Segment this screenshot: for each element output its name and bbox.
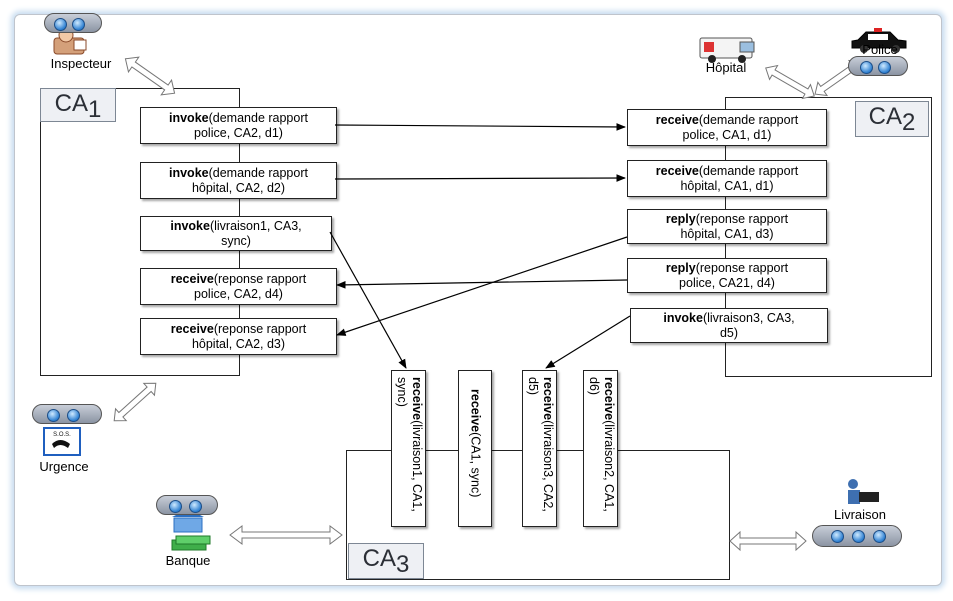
ca1-label: CA1	[40, 88, 116, 123]
ca2-name: CA	[868, 103, 902, 130]
actor-banque: Banque	[165, 553, 211, 568]
activity-text: (demande rapport	[208, 165, 308, 180]
actor-hopital: Hôpital	[705, 60, 747, 75]
actor-police: Police	[862, 42, 898, 57]
activity-keyword: receive	[655, 163, 699, 178]
activity-text: (reponse rapport	[213, 271, 307, 286]
activity-keyword: invoke	[170, 218, 210, 233]
police-car-icon	[851, 28, 907, 53]
activity-text: police, CA21, d4)	[679, 275, 775, 290]
ca1-activity: invoke(demande rapport hôpital, CA2, d2)	[140, 162, 337, 199]
ca2-activity: invoke(livraison3, CA3, d5)	[630, 308, 828, 343]
activity-text: (demande rapport	[698, 112, 799, 127]
link-livraison-ca3	[729, 530, 807, 552]
activity-keyword: receive	[655, 112, 699, 127]
activity-text: hôpital, CA1, d3)	[680, 226, 774, 241]
ca2-activity: reply(reponse rapport police, CA21, d4)	[627, 258, 827, 293]
activity-text: hôpital, CA2, d3)	[191, 336, 286, 351]
activity-text: (reponse rapport	[695, 260, 789, 275]
actor-urgence: Urgence	[39, 459, 89, 474]
ca3-activity: receive(CA1, sync)	[458, 370, 492, 527]
activity-text: hôpital, CA1, d1)	[680, 178, 774, 193]
ca3-activity: receive(livraison2, CA1,d6)	[583, 370, 618, 527]
ca2-activity: receive(demande rapport hôpital, CA1, d1…	[627, 160, 827, 197]
actor-livraison: Livraison	[833, 507, 887, 522]
sos-phone-icon: S.O.S.	[43, 427, 81, 456]
delivery-icon	[848, 479, 879, 504]
link-inspecteur-ca1	[124, 56, 176, 96]
ca2-activity: receive(demande rapport police, CA1, d1)	[627, 109, 827, 146]
ambulance-icon	[699, 37, 755, 63]
activity-text: d5)	[719, 325, 739, 340]
activity-keyword: reply	[665, 260, 696, 275]
sos-text: S.O.S.	[53, 432, 71, 438]
activity-keyword: reply	[665, 211, 696, 226]
activity-text: (reponse rapport	[695, 211, 789, 226]
link-banque-ca3	[229, 525, 343, 545]
ca1-activity: receive(reponse rapport hôpital, CA2, d3…	[140, 318, 337, 355]
ca3-label: CA3	[348, 543, 424, 579]
ca1-activity: receive(reponse rapport police, CA2, d4)	[140, 268, 337, 305]
activity-text: hôpital, CA2, d2)	[191, 180, 286, 195]
activity-keyword: invoke	[169, 165, 209, 180]
ca2-sub: 2	[901, 109, 916, 136]
ca1-name: CA	[54, 90, 88, 117]
activity-text: (livraison1, CA3,	[209, 218, 302, 233]
link-hopital-ca2	[765, 64, 815, 100]
server-node-urgence	[32, 404, 102, 424]
activity-text: (reponse rapport	[213, 321, 307, 336]
activity-keyword: invoke	[169, 110, 209, 125]
link-urgence-ca1	[113, 382, 157, 422]
server-node-livraison	[812, 525, 902, 547]
server-node-banque	[156, 495, 218, 515]
ca1-activity: invoke(livraison1, CA3, sync)	[140, 216, 332, 251]
ca3-activity: receive(livraison3, CA2,d5)	[522, 370, 557, 527]
server-node-police	[848, 56, 908, 76]
message-arrow	[545, 315, 631, 369]
activity-keyword: receive	[170, 271, 214, 286]
activity-text: (demande rapport	[698, 163, 799, 178]
activity-keyword: invoke	[663, 310, 703, 325]
activity-text: police, CA2, d4)	[194, 286, 283, 301]
ca1-sub: 1	[87, 96, 102, 123]
activity-text: police, CA2, d1)	[194, 125, 283, 140]
bank-icon	[171, 509, 211, 551]
message-arrow	[336, 236, 628, 336]
ca2-activity: reply(reponse rapport hôpital, CA1, d3)	[627, 209, 827, 244]
server-node-inspecteur	[44, 13, 102, 33]
activity-text: police, CA1, d1)	[682, 127, 772, 142]
activity-keyword: receive	[170, 321, 214, 336]
message-arrow	[334, 174, 626, 182]
activity-text: sync)	[221, 233, 251, 248]
activity-text: (livraison3, CA3,	[702, 310, 795, 325]
actor-inspecteur: Inspecteur	[50, 56, 112, 71]
activity-text: (demande rapport	[208, 110, 308, 125]
ca3-name: CA	[362, 545, 396, 572]
ca3-sub: 3	[395, 551, 410, 578]
ca2-label: CA2	[855, 101, 929, 137]
message-arrow	[329, 231, 407, 369]
message-arrow	[334, 123, 626, 131]
ca3-activity: receive(livraison1, CA1,sync)	[391, 370, 426, 527]
ca1-activity: invoke(demande rapport police, CA2, d1)	[140, 107, 337, 144]
message-arrow	[336, 279, 628, 289]
